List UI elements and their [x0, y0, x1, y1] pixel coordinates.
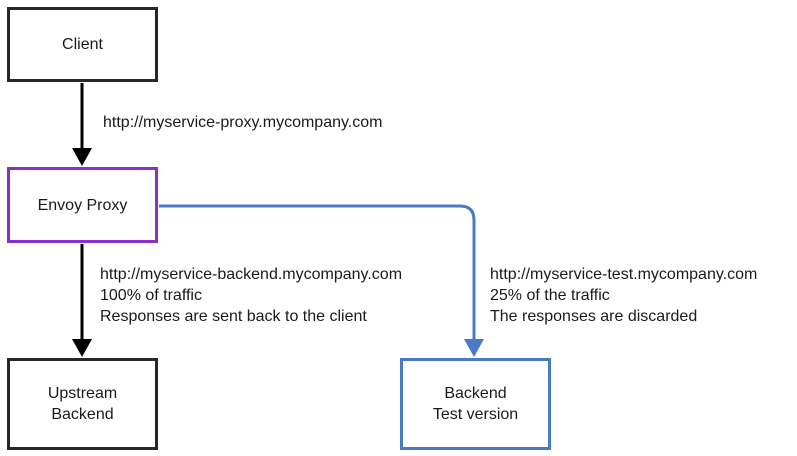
- proxy-to-test-arrow: [159, 204, 476, 341]
- client-node-label: Client: [62, 36, 103, 53]
- proxy-to-backend-label: http://myservice-backend.mycompany.com 1…: [100, 264, 402, 327]
- client-to-proxy-arrowhead: [72, 148, 92, 166]
- test-url-text: http://myservice-test.mycompany.com: [490, 266, 758, 283]
- backend-test-label-line: Backend: [444, 385, 507, 402]
- envoy-proxy-node: Envoy Proxy: [7, 167, 158, 243]
- upstream-backend-node: Upstream Backend: [7, 358, 158, 450]
- upstream-backend-label-line: Upstream: [47, 385, 118, 402]
- envoy-proxy-node-label: Envoy Proxy: [37, 196, 128, 214]
- test-traffic-share-text: 25% of the traffic: [490, 287, 610, 304]
- proxy-url-text: http://myservice-proxy.mycompany.com: [103, 114, 383, 131]
- backend-url-text: http://myservice-backend.mycompany.com: [100, 266, 403, 283]
- backend-response-note-text: Responses are sent back to the client: [100, 308, 367, 325]
- proxy-to-backend-arrowhead: [72, 339, 92, 357]
- backend-test-node: Backend Test version: [400, 358, 551, 450]
- client-to-proxy-label: http://myservice-proxy.mycompany.com: [103, 112, 382, 133]
- backend-traffic-share-text: 100% of traffic: [100, 287, 202, 304]
- proxy-to-test-label: http://myservice-test.mycompany.com 25% …: [490, 264, 757, 327]
- upstream-backend-label-line: Backend: [51, 406, 114, 423]
- proxy-to-test-arrowhead: [464, 339, 484, 357]
- client-node: Client: [7, 7, 158, 82]
- test-response-note-text: The responses are discarded: [490, 308, 698, 325]
- backend-test-label-line: Test version: [432, 406, 519, 423]
